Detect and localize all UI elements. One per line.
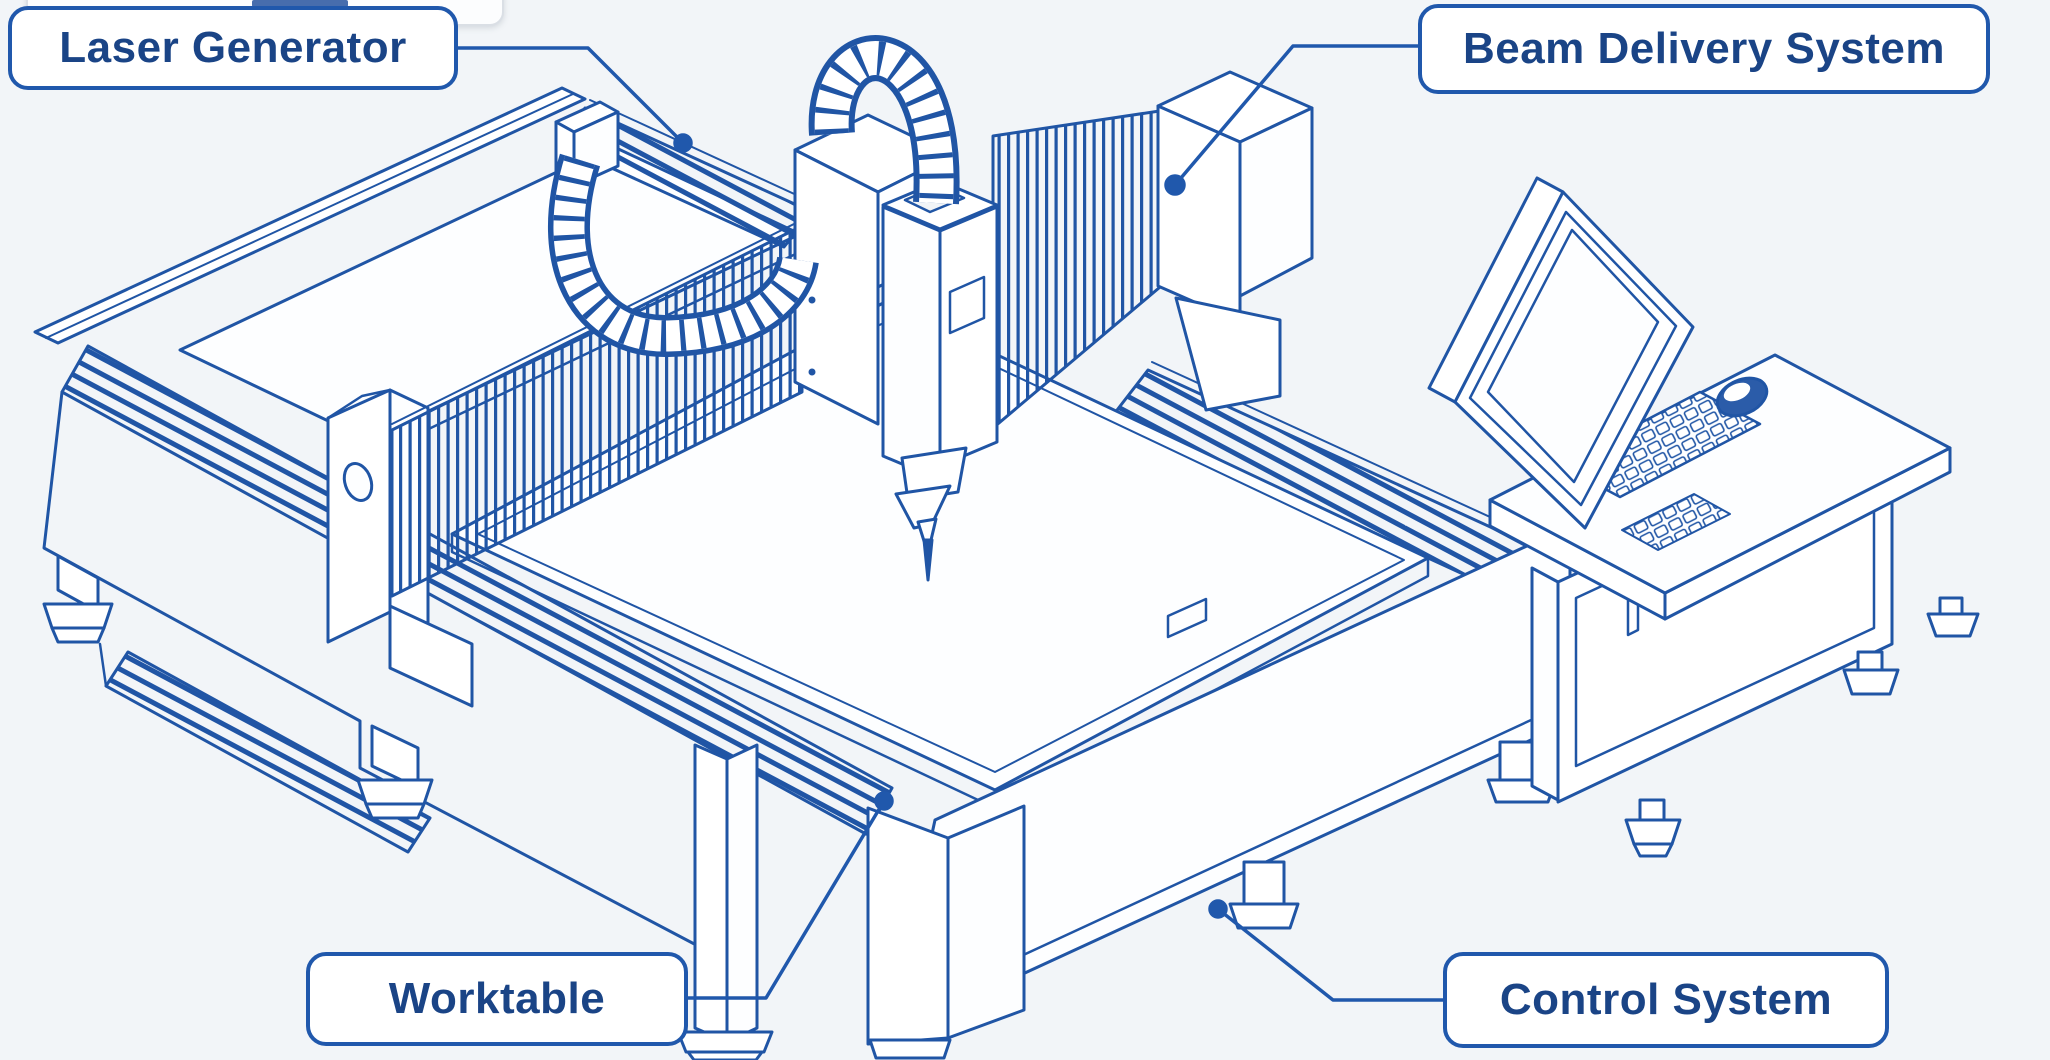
label-control-system: Control System (1443, 952, 1889, 1048)
leader-worktable (686, 799, 886, 1000)
leader-dot-laser-generator (673, 133, 693, 153)
machine-legs-left (42, 554, 434, 820)
cropped-text-fragment (252, 0, 348, 7)
leader-control-system (1216, 907, 1445, 1002)
z-axis-tower (881, 179, 999, 482)
leader-dot-beam-delivery (1164, 174, 1186, 196)
keypad (1621, 493, 1731, 551)
laser-cutting-head (894, 446, 968, 582)
label-worktable: Worktable (306, 952, 688, 1046)
machine-base (676, 524, 1572, 1060)
leader-laser-generator (456, 46, 685, 145)
laser-beam-tip (922, 538, 934, 582)
monitor-screen (1486, 228, 1660, 484)
label-beam-delivery-system: Beam Delivery System (1418, 4, 1990, 94)
monitor (1427, 176, 1695, 530)
leader-lines (456, 44, 1445, 1002)
leader-dot-worktable (874, 791, 894, 811)
laser-head-assembly (547, 35, 999, 582)
label-laser-generator: Laser Generator (8, 6, 458, 90)
cable-chain-drape (547, 153, 819, 357)
machine-bed (33, 86, 1563, 949)
beam-delivery-pillar (1156, 70, 1314, 412)
label-laser-generator-text: Laser Generator (59, 23, 407, 72)
label-beam-delivery-system-text: Beam Delivery System (1462, 24, 1946, 73)
leader-beam-delivery (1173, 44, 1420, 187)
trackball (1715, 376, 1769, 418)
label-worktable-text: Worktable (388, 974, 606, 1023)
label-control-system-text: Control System (1499, 975, 1833, 1024)
cable-chain-arch (808, 35, 960, 205)
leader-dot-control-system (1208, 899, 1228, 919)
lower-shelf-rail (104, 650, 432, 854)
control-console (1427, 176, 1980, 858)
